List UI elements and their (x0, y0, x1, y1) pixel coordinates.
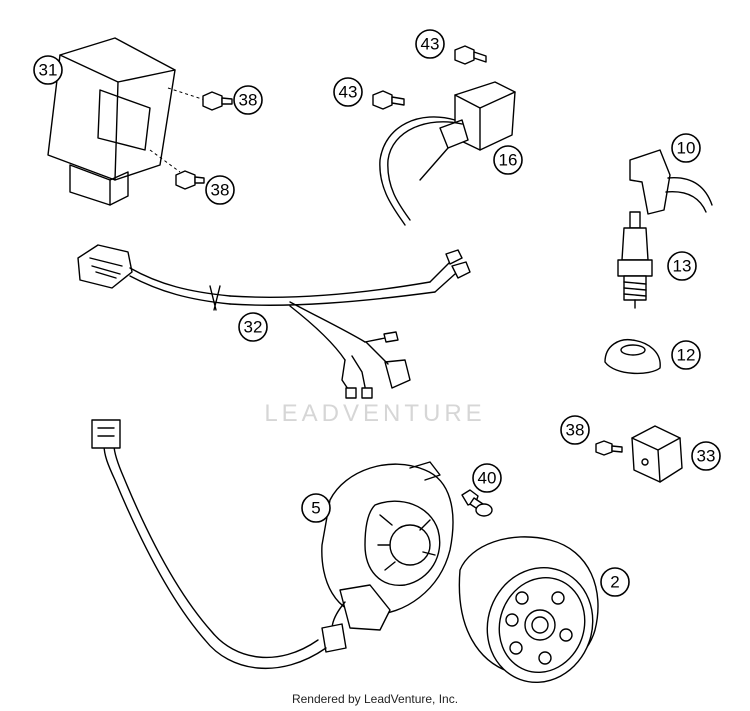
callout-13[interactable]: 13 (667, 251, 697, 281)
callout-32[interactable]: 32 (238, 312, 268, 342)
bolt-40[interactable] (461, 489, 493, 517)
callout-33[interactable]: 33 (691, 441, 721, 471)
bolt-43-left[interactable] (372, 90, 405, 110)
flywheel-rotor-part[interactable] (458, 536, 608, 697)
bolt-38-bracket[interactable] (595, 440, 623, 456)
watermark-text: LEADVENTURE (264, 400, 486, 427)
svg-text:43: 43 (421, 35, 440, 54)
callout-5[interactable]: 5 (301, 493, 331, 523)
stator-cable (91, 419, 327, 670)
svg-text:32: 32 (244, 318, 263, 337)
svg-text:5: 5 (311, 499, 320, 518)
stator-part[interactable] (321, 461, 454, 653)
callout-2[interactable]: 2 (600, 567, 630, 597)
svg-text:38: 38 (211, 181, 230, 200)
callout-38-upper[interactable]: 38 (233, 85, 263, 115)
callout-38-lower[interactable]: 38 (205, 175, 235, 205)
callout-40[interactable]: 40 (472, 463, 502, 493)
svg-text:31: 31 (39, 61, 58, 80)
callout-10[interactable]: 10 (671, 133, 701, 163)
callout-12[interactable]: 12 (671, 340, 701, 370)
callout-38-bracket[interactable]: 38 (560, 415, 590, 445)
spark-plug-cap-part[interactable] (629, 149, 713, 215)
rubber-cap-part[interactable] (604, 338, 661, 375)
svg-text:13: 13 (673, 257, 692, 276)
callout-16[interactable]: 16 (493, 145, 523, 175)
svg-text:43: 43 (339, 83, 358, 102)
spark-plug-part[interactable] (617, 211, 653, 309)
callout-43-left[interactable]: 43 (333, 77, 363, 107)
svg-text:12: 12 (677, 346, 696, 365)
svg-text:38: 38 (566, 421, 585, 440)
wiring-harness-part[interactable] (77, 244, 471, 399)
bolt-38-upper[interactable] (202, 91, 233, 111)
callout-31[interactable]: 31 (33, 55, 63, 85)
callout-43-upper[interactable]: 43 (415, 29, 445, 59)
cdi-unit-part[interactable] (47, 37, 176, 206)
ignition-coil-part[interactable] (379, 81, 516, 226)
bolt-43-upper[interactable] (454, 45, 487, 65)
svg-text:38: 38 (239, 91, 258, 110)
svg-text:2: 2 (610, 573, 619, 592)
bolt-38-lower[interactable] (175, 170, 205, 190)
svg-text:33: 33 (697, 447, 716, 466)
svg-text:10: 10 (677, 139, 696, 158)
svg-text:16: 16 (499, 151, 518, 170)
footer-credit: Rendered by LeadVenture, Inc. (291, 692, 459, 706)
svg-text:40: 40 (478, 469, 497, 488)
bracket-33-part[interactable] (631, 425, 683, 483)
